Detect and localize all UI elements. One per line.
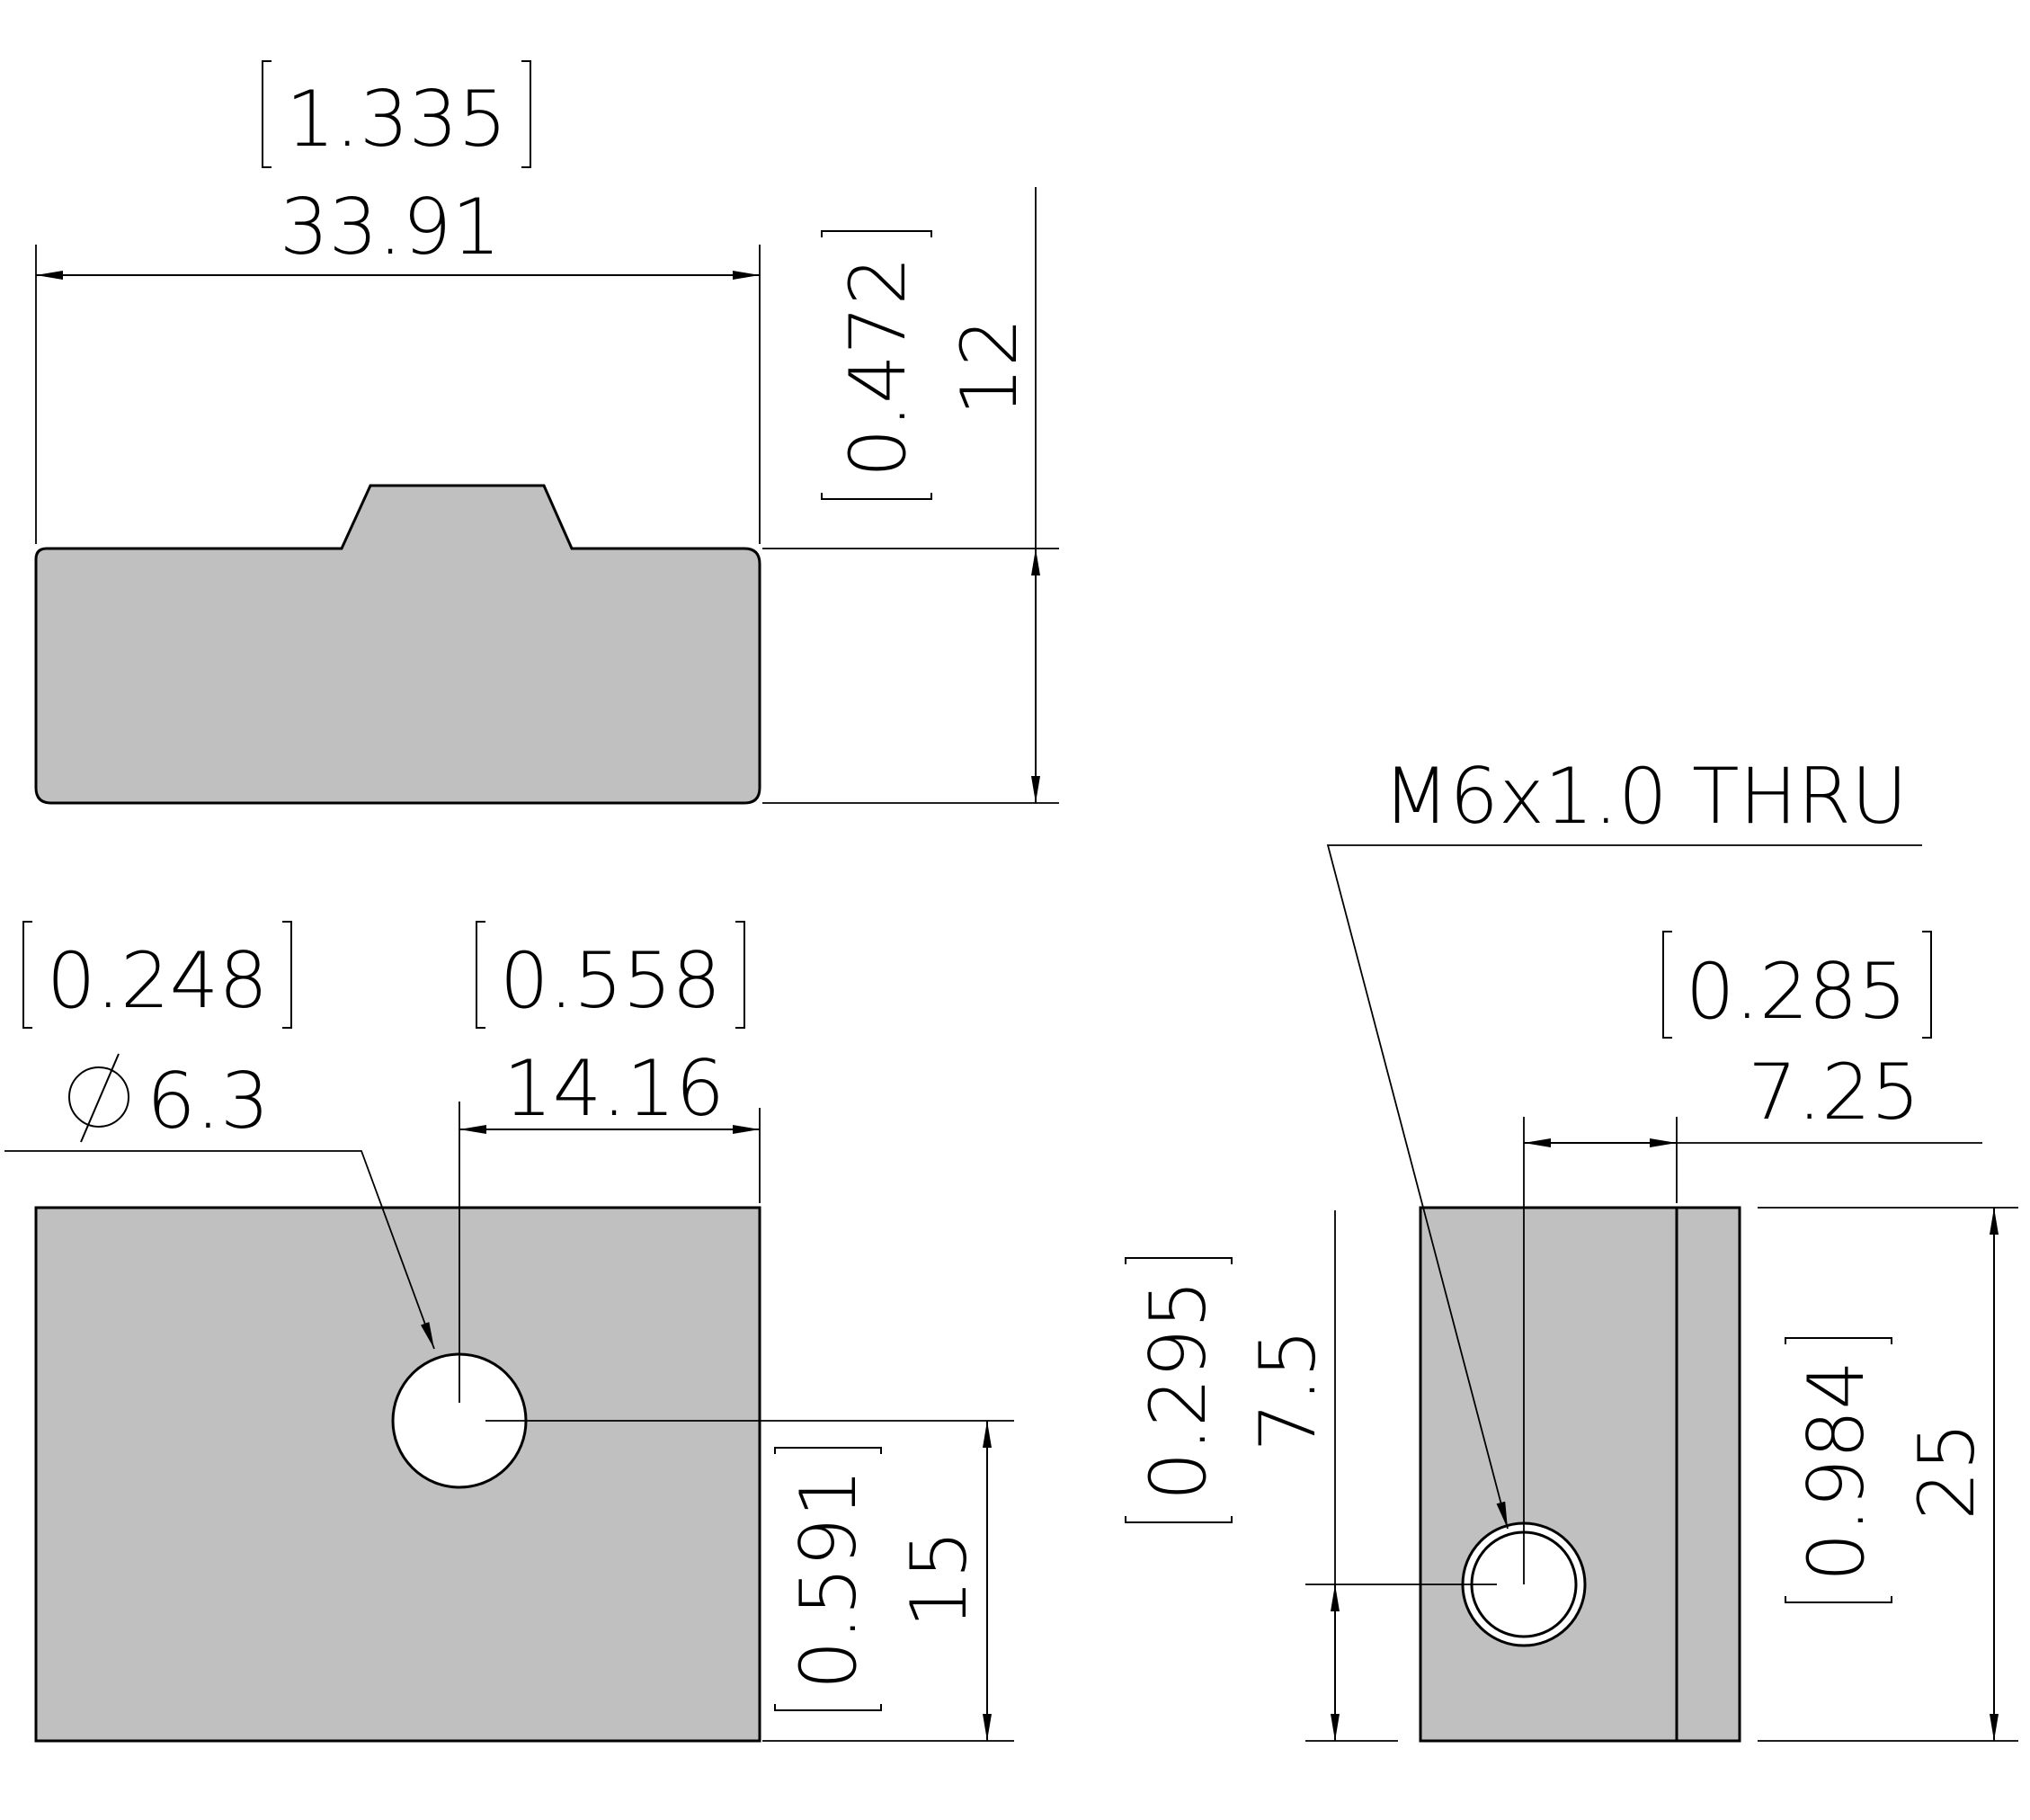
y-offset-bracket-top (774, 1447, 882, 1454)
hole-x-offset-mm: 14.16 (503, 1044, 725, 1134)
hole-diameter-mm: 6.3 (147, 1057, 270, 1146)
hole-height-mm: 7.5 (1243, 1329, 1333, 1452)
hole-x-offset-inch: 0.558 (500, 936, 721, 1026)
x-offset-bracket-left (476, 921, 485, 1029)
plan-view: 0.248 6.3 0.558 14.16 0.591 15 (4, 921, 1014, 1743)
side-view: M6x1.0 THRU 0.285 7.25 0.295 7.5 0.984 2… (1125, 752, 2018, 1743)
side-view-step (1675, 1206, 1741, 1743)
side-width-mm: 25 (1902, 1422, 1992, 1520)
hole-height-bracket-top (1125, 1257, 1233, 1264)
bracket-right (521, 60, 531, 168)
hole-diameter-inch: 0.248 (47, 936, 268, 1026)
thread-callout: M6x1.0 THRU (1383, 752, 1908, 842)
side-offset-mm: 7.25 (1748, 1048, 1919, 1138)
top-view-body (34, 484, 761, 805)
bracket-left (262, 60, 272, 168)
side-width-bracket-bottom (1785, 1596, 1892, 1603)
y-offset-bracket-bottom (774, 1704, 882, 1711)
side-offset-bracket-left (1662, 931, 1672, 1039)
hole-y-offset-mm: 15 (895, 1530, 984, 1628)
height-mm: 12 (945, 317, 1035, 415)
side-width-bracket-top (1785, 1337, 1892, 1344)
hole-y-offset-inch: 0.591 (784, 1468, 874, 1690)
diameter-symbol-icon (68, 1053, 129, 1143)
hole-height-bracket-bottom (1125, 1516, 1233, 1523)
hole-height-inch: 0.295 (1134, 1280, 1224, 1501)
height-bracket-bottom (821, 493, 932, 500)
height-bracket-top (821, 230, 932, 237)
thread-leader-line (1326, 844, 1922, 1530)
overall-length-mm: 33.91 (280, 183, 501, 272)
side-width-inch: 0.984 (1792, 1361, 1882, 1582)
side-offset-bracket-right (1922, 931, 1932, 1039)
side-offset-inch: 0.285 (1686, 947, 1907, 1037)
diameter-bracket-right (282, 921, 292, 1029)
x-offset-bracket-right (735, 921, 745, 1029)
diameter-bracket-left (22, 921, 32, 1029)
diameter-leader-line (4, 1150, 435, 1350)
height-inch: 0.472 (833, 256, 923, 477)
top-view: 1.335 33.91 0.472 12 (34, 60, 1059, 805)
plan-view-body (34, 1206, 761, 1743)
overall-length-inch: 1.335 (286, 75, 507, 165)
